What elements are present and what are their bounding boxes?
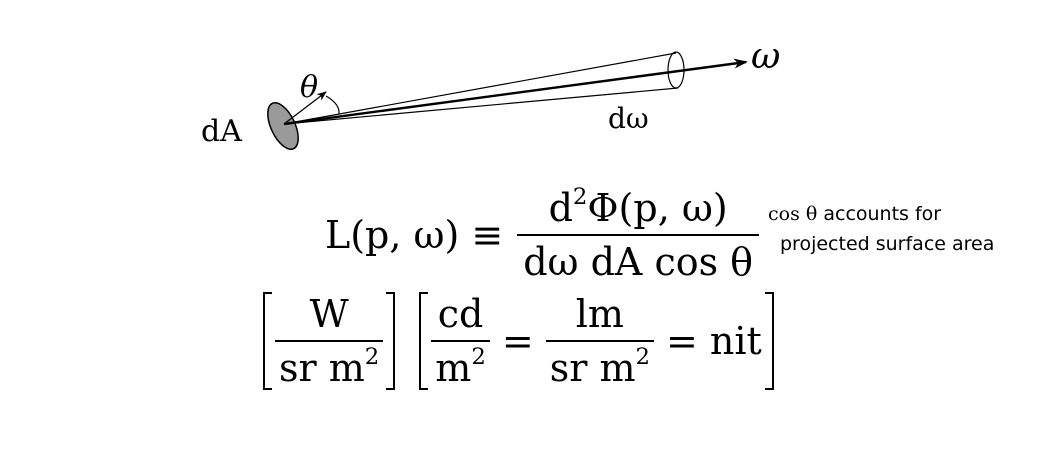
surface-normal [283,91,327,125]
omega-label: ω [751,36,780,77]
lumen-numerator: lm [575,292,624,336]
photometric-units-bracket: cd m2 = lm sr m2 = nit [419,292,775,390]
cone-lower-edge [283,87,679,125]
note-line-1: cos θ accounts for [768,199,994,229]
cone-upper-edge [283,52,677,125]
watt-denominator: sr m2 [275,342,383,390]
lumen-fraction: lm sr m2 [545,292,654,390]
si-units-bracket: W sr m2 [263,292,396,390]
area-label: dA [201,114,242,149]
watt-den-exp: 2 [364,343,380,370]
theta-label: θ [300,70,318,105]
direction-arrow [283,58,748,126]
candela-den-prefix: m [435,346,472,390]
surface-patch [267,102,299,150]
candela-den-exp: 2 [471,343,486,370]
candela-numerator: cd [437,292,484,336]
radiance-fraction: d2Φ(p, ω) dω dA cos θ [517,186,760,284]
numerator-exponent: 2 [572,183,588,210]
note-cos-theta: cos θ [768,203,818,225]
nit-unit: nit [709,319,762,363]
candela-fraction-bar [431,340,490,342]
fraction-bar [517,234,760,236]
candela-denominator: m2 [431,342,490,390]
fraction-numerator: d2Φ(p, ω) [543,186,734,234]
radiance-symbol: L(p, ω) [325,213,460,257]
watt-numerator: W [309,292,349,336]
lumen-denominator: sr m2 [546,342,654,390]
watt-den-prefix: sr m [279,346,365,390]
equiv-sign: ≡ [471,213,504,257]
d-omega-label: dω [608,102,649,135]
radiance-units: W sr m2 cd m2 = lm sr m2 = nit [263,292,775,390]
candela-fraction: cd m2 [431,292,490,390]
lumen-den-prefix: sr m [549,346,636,390]
note-line-2: projected surface area [780,233,995,255]
radiance-equation: L(p, ω)≡ d2Φ(p, ω) dω dA cos θ [325,186,760,284]
lumen-fraction-bar [545,340,654,342]
equals-sign-2: = [666,319,698,363]
numerator-prefix: d [548,186,573,230]
note-line-1-text: accounts for [817,203,942,225]
numerator-rest: Φ(p, ω) [587,186,728,230]
theta-arc [325,95,340,115]
cosine-note: cos θ accounts for projected surface are… [768,199,994,259]
fraction-denominator: dω dA cos θ [523,240,754,284]
watt-fraction: W sr m2 [275,292,384,390]
equals-sign-1: = [501,319,534,363]
watt-fraction-bar [275,340,384,342]
lumen-den-exp: 2 [635,343,650,370]
